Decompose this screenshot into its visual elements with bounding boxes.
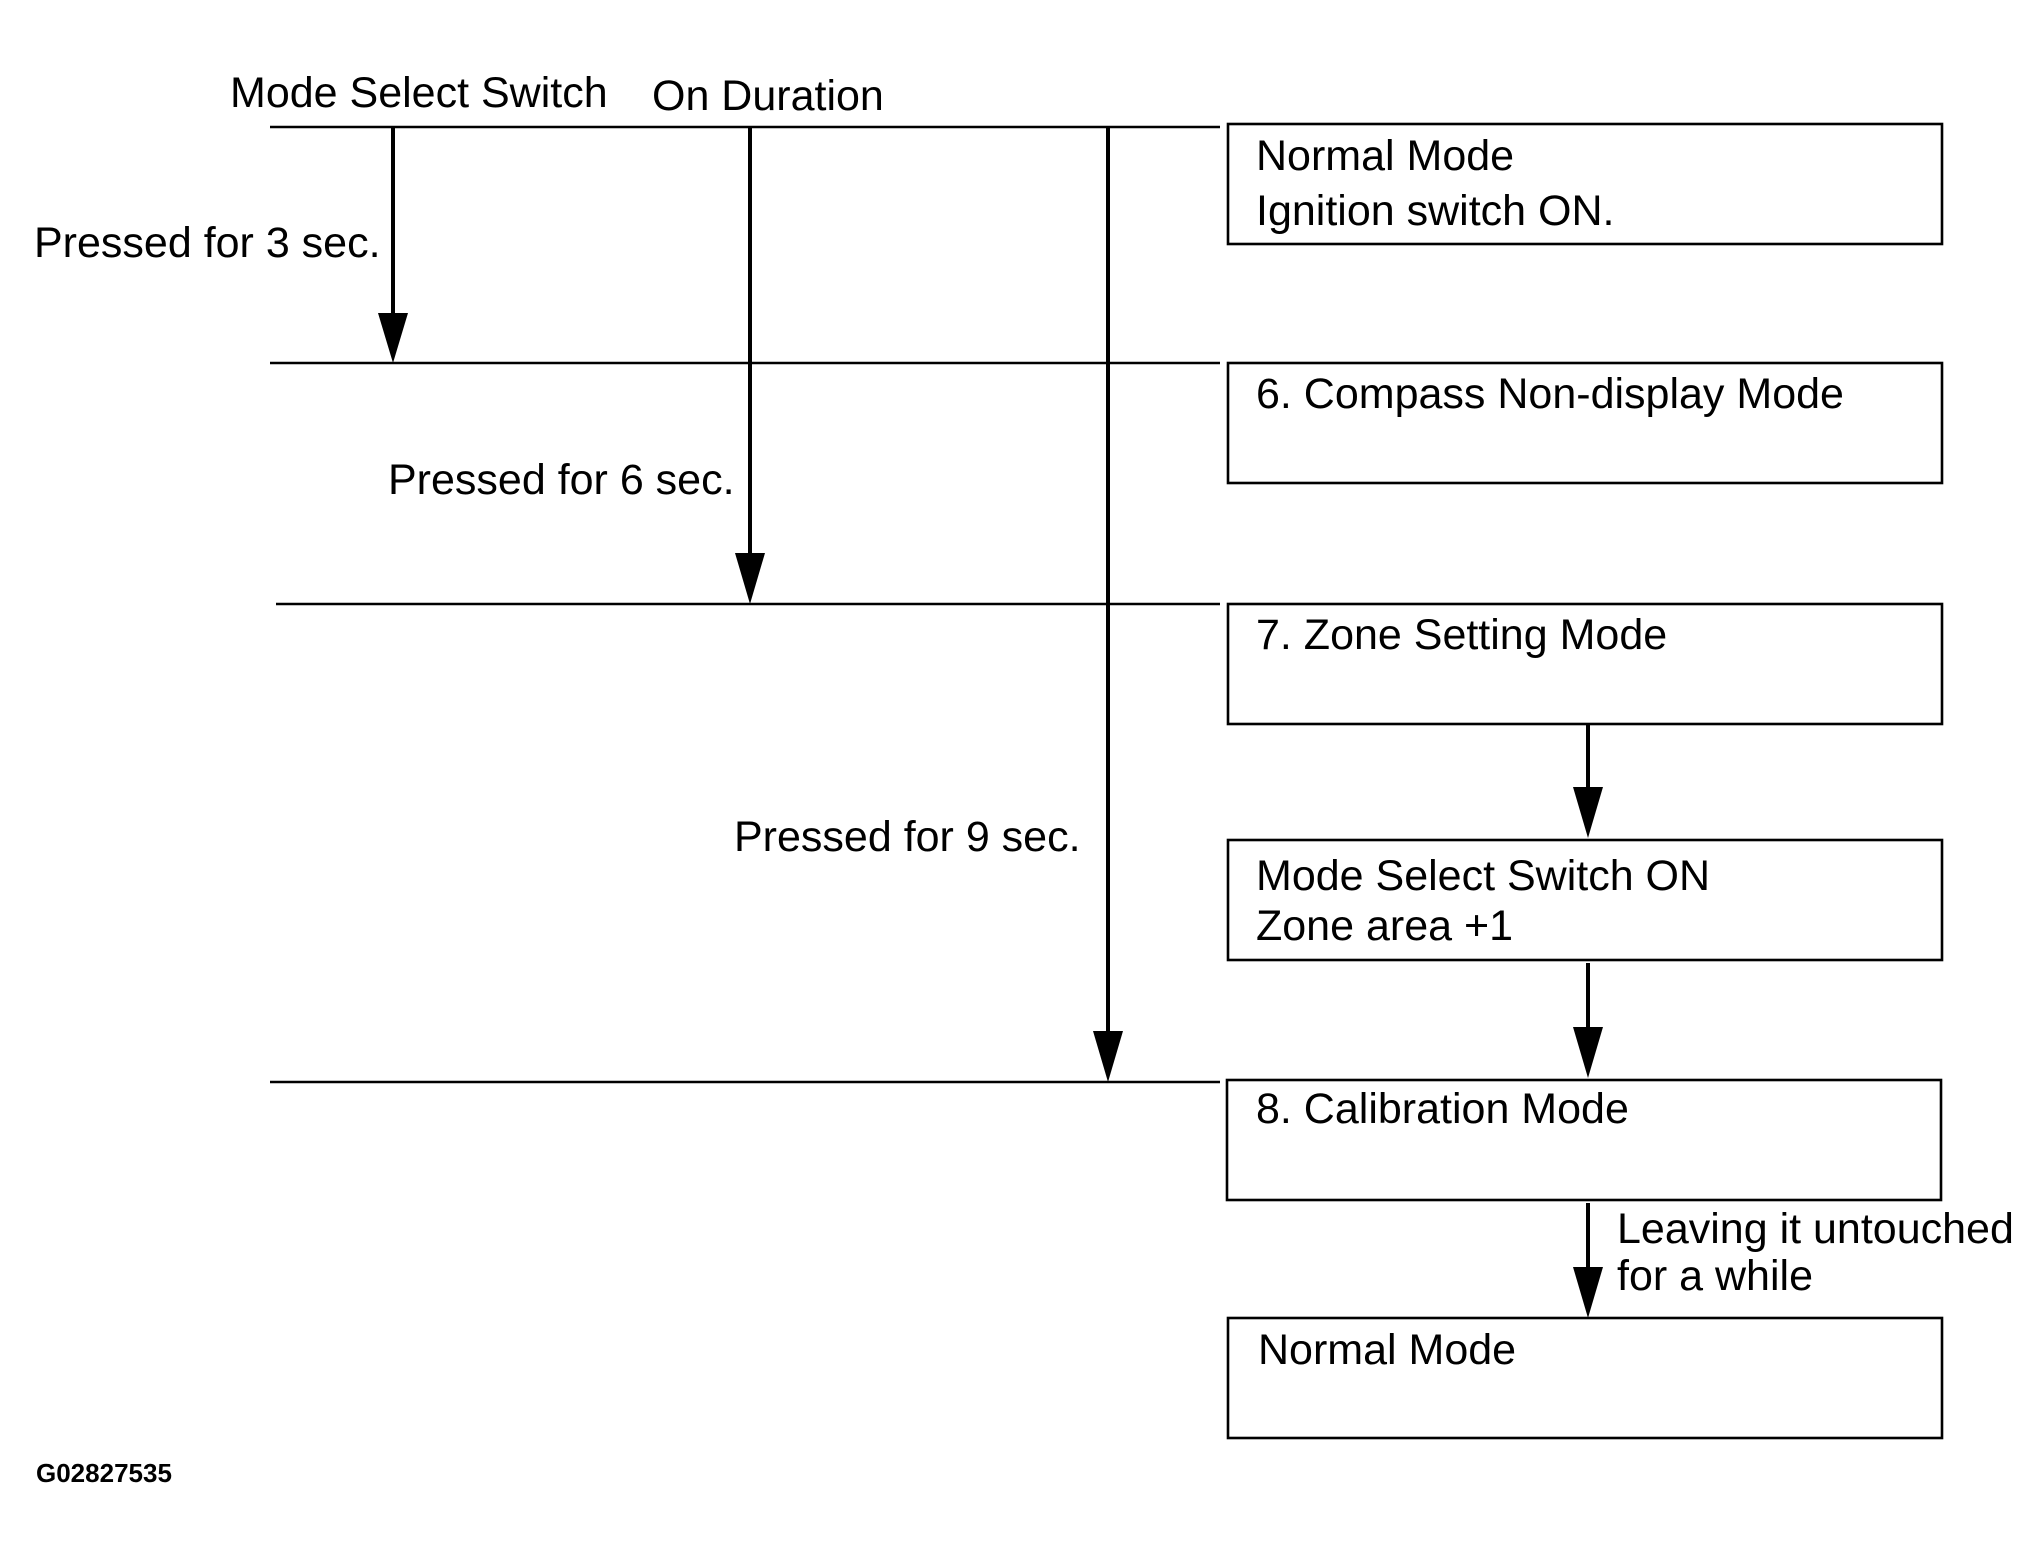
arrow-3-sec (378, 127, 408, 363)
mode-select-on-title: Mode Select Switch ON (1256, 852, 1710, 900)
compass-non-display-box: 6. Compass Non-display Mode (1226, 361, 1944, 485)
normal-mode-title: Normal Mode (1256, 132, 1514, 180)
leaving-untouched-line1: Leaving it untouched (1617, 1205, 2014, 1253)
arrow-calibration-to-normal (1573, 1203, 1603, 1318)
pressed-9-sec-label: Pressed for 9 sec. (734, 813, 1081, 861)
zone-area-text: Zone area +1 (1256, 902, 1513, 950)
figure-id: G02827535 (36, 1458, 172, 1488)
arrow-9-sec (1093, 127, 1123, 1082)
normal-mode-box: Normal Mode Ignition switch ON. (1226, 122, 1944, 246)
compass-non-display-title: 6. Compass Non-display Mode (1256, 370, 1844, 418)
zone-setting-title: 7. Zone Setting Mode (1256, 611, 1667, 659)
arrow-6-sec (735, 127, 765, 604)
on-duration-heading: On Duration (652, 72, 884, 120)
pressed-3-sec-label: Pressed for 3 sec. (34, 219, 381, 267)
leaving-untouched-line2: for a while (1617, 1252, 1813, 1300)
normal-mode-end-title: Normal Mode (1258, 1326, 1516, 1374)
pressed-6-sec-label: Pressed for 6 sec. (388, 456, 735, 504)
calibration-title: 8. Calibration Mode (1256, 1085, 1629, 1133)
arrow-switch-to-calibration (1573, 963, 1603, 1078)
ignition-switch-text: Ignition switch ON. (1256, 187, 1614, 235)
mode-select-on-box: Mode Select Switch ON Zone area +1 (1226, 838, 1944, 962)
zone-setting-box: 7. Zone Setting Mode (1226, 602, 1944, 726)
arrow-zone-to-switch (1573, 724, 1603, 838)
calibration-box: 8. Calibration Mode (1225, 1078, 1943, 1202)
normal-mode-end-box: Normal Mode (1226, 1316, 1944, 1440)
mode-select-switch-heading: Mode Select Switch (230, 69, 608, 117)
